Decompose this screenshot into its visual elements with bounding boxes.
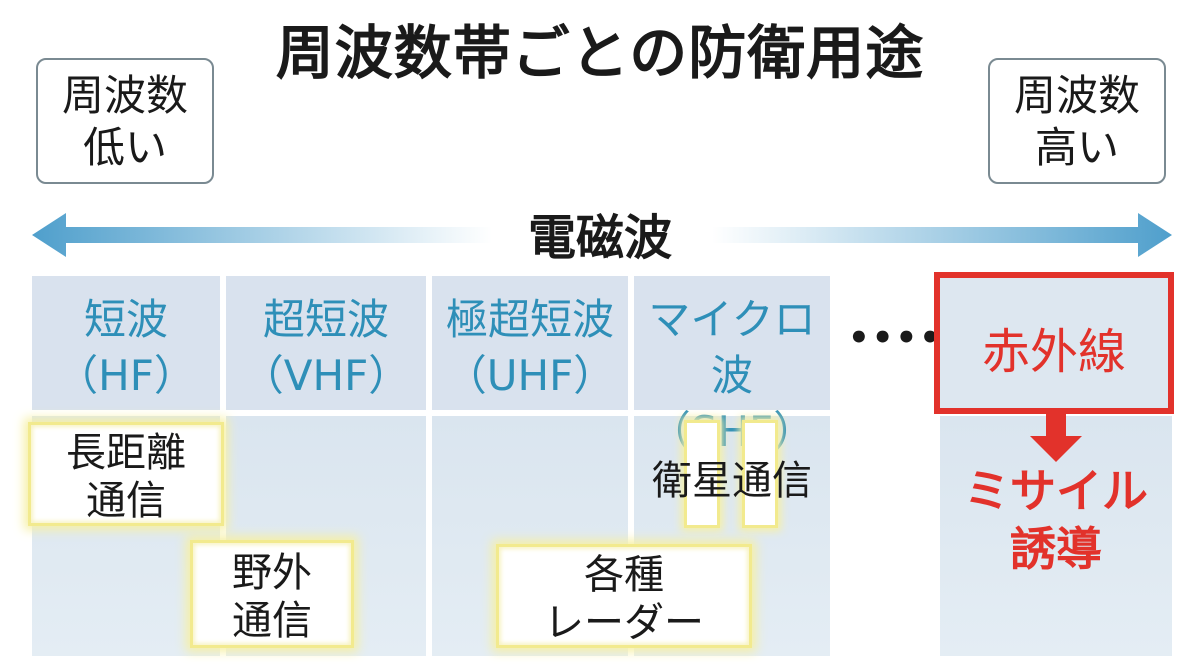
long-distance-communication-use: 長距離 通信 [28,422,224,526]
band-abbr: （VHF） [241,351,411,400]
satellite-glow-bar-left [684,420,720,528]
band-name: マイクロ波 [648,295,816,400]
radar-line2: レーダー [544,600,704,646]
band-abbr: （SHF） [648,407,816,456]
infrared-label: 赤外線 [981,324,1126,380]
red-down-arrow-icon [1030,412,1082,462]
band-vhf-header: 超短波 （VHF） [226,276,426,410]
field-communication-use: 野外 通信 [190,540,354,648]
low-frequency-box: 周波数 低い [36,58,214,184]
high-frequency-line1: 周波数 [1013,71,1140,120]
field-line2: 通信 [232,598,312,644]
low-frequency-line1: 周波数 [61,71,188,120]
band-name: 短波 [83,295,168,344]
satellite-glow-bar-right [742,420,778,528]
long-distance-line1: 長距離 [66,430,186,476]
band-name: 極超短波 [445,295,614,344]
ellipsis-dots: •••• [848,318,943,358]
missile-line2: 誘導 [1010,522,1102,576]
low-frequency-line2: 低い [82,123,167,172]
band-uhf-header: 極超短波 （UHF） [432,276,628,410]
diagram-title: 周波数帯ごとの防衛用途 [275,19,925,87]
band-abbr: （UHF） [444,351,616,400]
high-frequency-line2: 高い [1034,123,1119,172]
field-line1: 野外 [232,550,312,596]
band-name: 超短波 [262,295,389,344]
radar-use: 各種 レーダー [496,544,752,648]
band-abbr: （HF） [56,351,196,400]
missile-line1: ミサイル [964,464,1148,518]
electromagnetic-wave-label: 電磁波 [527,210,672,266]
band-hf-header: 短波 （HF） [32,276,220,410]
high-frequency-box: 周波数 高い [988,58,1166,184]
double-arrow-icon [32,213,1172,257]
radar-line1: 各種 [584,552,664,598]
long-distance-line2: 通信 [86,478,166,524]
band-shf-header: マイクロ波 （SHF） [634,276,830,456]
infrared-header [934,272,1174,414]
missile-guidance-use: ミサイル 誘導 [938,462,1174,578]
satellite-communication-use: 衛星通信 [652,458,812,504]
